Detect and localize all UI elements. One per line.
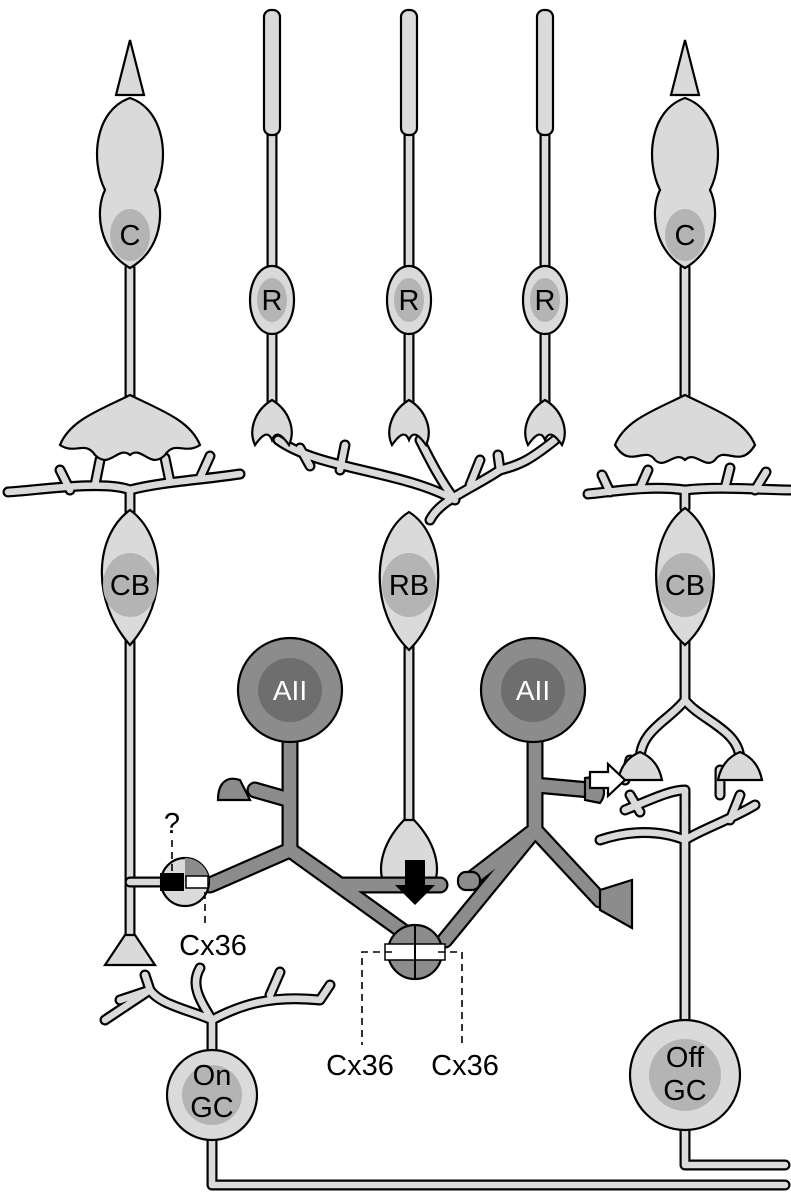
cx36-left-label: Cx36: [179, 930, 247, 962]
rod-3-label: R: [535, 285, 556, 317]
bipolar-nucleus: [103, 553, 157, 617]
cone-right: C: [613, 39, 757, 464]
aii-lobular-appendage: [216, 777, 252, 802]
cone-bipolar-left: CB: [100, 508, 160, 967]
rod-1: R: [248, 8, 296, 448]
cone-left: C: [58, 39, 202, 461]
aii-left: AII: [216, 636, 344, 802]
rod-1-label: R: [262, 285, 283, 317]
rod-outer-segment: [535, 8, 555, 137]
rod-3: R: [521, 8, 569, 448]
rod-outer-segment: [262, 8, 282, 137]
off-gc-label-line2: GC: [663, 1075, 707, 1107]
cone-outer-segment: [114, 39, 146, 97]
rod-outer-segment: [399, 8, 419, 137]
rod-nucleus: [530, 278, 560, 322]
aii-lobular-appendage: [598, 878, 634, 930]
arrow-right-icon: [588, 761, 627, 799]
aii-right-label: AII: [516, 675, 550, 706]
rod-nucleus: [394, 278, 424, 322]
cone-pedicle: [58, 393, 202, 461]
on-ganglion-cell: On GC: [165, 1048, 259, 1142]
cone-nucleus: [665, 209, 705, 261]
aii-processes: [201, 716, 609, 949]
aii-nucleus: [501, 658, 565, 722]
off-ganglion-cell: Off GC: [628, 1018, 742, 1132]
rod-bipolar: RB: [378, 510, 440, 892]
question-label: ?: [164, 808, 180, 840]
aii-right: AII: [456, 636, 634, 930]
annotations: ? Cx36 Cx36 Cx36: [164, 808, 499, 1082]
cone-bipolar-right-label: CB: [665, 570, 705, 602]
off-gc-label-line1: Off: [666, 1042, 705, 1074]
rod-2-label: R: [399, 285, 420, 317]
cx36-center-right-label: Cx36: [431, 1050, 499, 1082]
gc-nucleus: [182, 1065, 242, 1125]
cone-bipolar-left-label: CB: [110, 570, 150, 602]
cx36-center-left-label: Cx36: [326, 1050, 394, 1082]
arrow-down-icon: [395, 860, 435, 905]
rod-spherule: [388, 398, 430, 448]
bipolar-terminal: [102, 933, 158, 967]
cone-right-label: C: [675, 220, 696, 252]
rod-2: R: [385, 8, 433, 448]
gc-nucleus: [649, 1039, 721, 1111]
rod-nucleus: [257, 278, 287, 322]
off-synapse-arrow: [588, 761, 627, 799]
rod-spherule: [524, 398, 566, 448]
rod-bipolar-label: RB: [389, 570, 429, 602]
cone-outer-segment: [669, 39, 701, 97]
rod-spherule: [251, 398, 293, 448]
aii-left-label: AII: [273, 675, 307, 706]
cone-pedicle: [613, 393, 757, 464]
bipolar-nucleus: [382, 553, 436, 617]
on-gc-label-line2: GC: [190, 1092, 234, 1124]
gap-junction-left: [159, 856, 211, 908]
bipolar-terminal: [616, 750, 664, 782]
cone-nucleus: [110, 209, 150, 261]
light-processes: [2, 129, 791, 1191]
aii-nucleus: [258, 658, 322, 722]
on-gc-label-line1: On: [193, 1060, 232, 1092]
cone-bipolar-right: CB: [616, 506, 764, 782]
bipolar-nucleus: [658, 553, 712, 617]
ribbon-synapse-arrow: [395, 860, 435, 905]
aii-dendrite-tip: [456, 870, 482, 892]
bipolar-terminal: [716, 750, 764, 782]
cone-left-label: C: [120, 220, 141, 252]
